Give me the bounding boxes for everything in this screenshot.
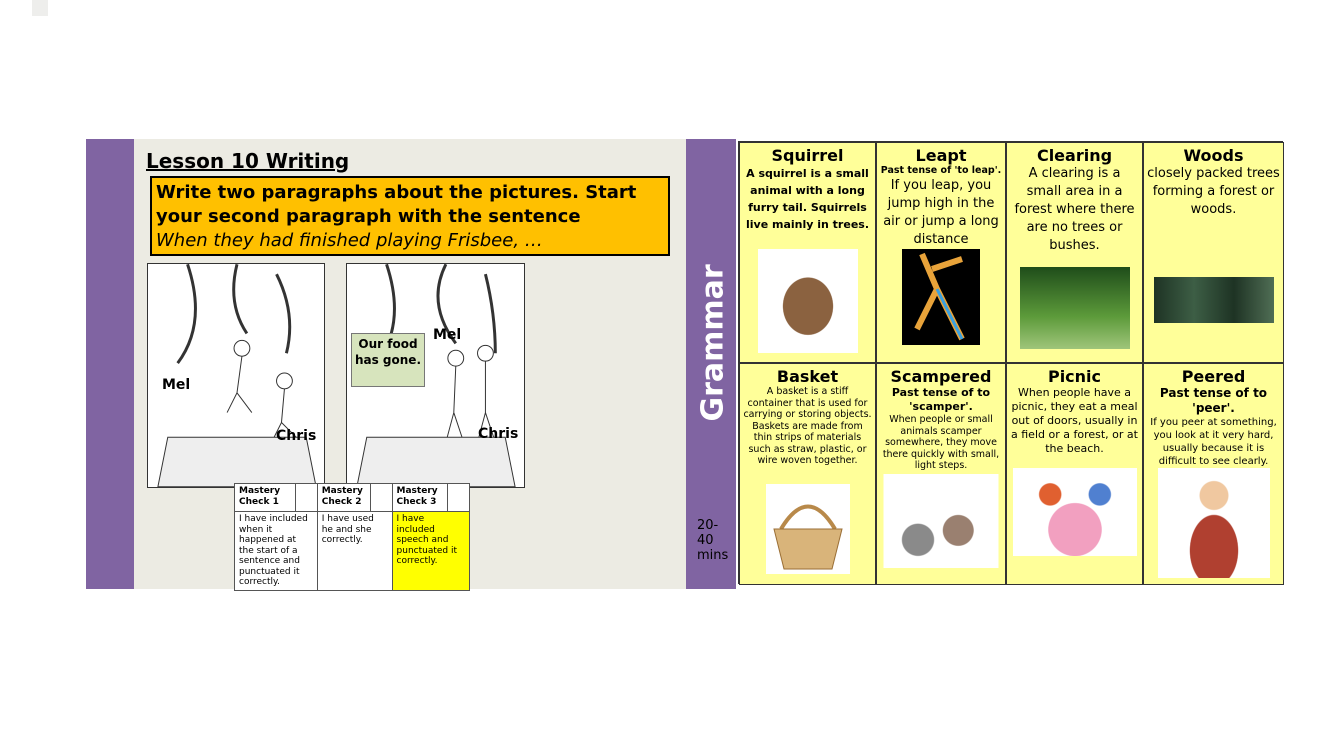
- word-card-picnic: Picnic When people have a picnic, they e…: [1006, 363, 1143, 585]
- word-title: Picnic: [1047, 367, 1102, 386]
- character-label-mel: Mel: [433, 327, 462, 343]
- character-label-chris: Chris: [478, 426, 519, 442]
- word-card-clearing: Clearing A clearing is a small area in a…: [1006, 142, 1143, 363]
- character-label-mel: Mel: [162, 377, 191, 393]
- word-card-peered: Peered Past tense of to 'peer'. If you p…: [1143, 363, 1284, 585]
- word-title: Scampered: [890, 367, 992, 386]
- woods-image: [1153, 277, 1274, 323]
- speech-bubble: Our food has gone.: [351, 333, 425, 387]
- squirrel-image: [757, 249, 858, 353]
- basket-image: [765, 484, 850, 574]
- word-definition: A basket is a stiff container that is us…: [743, 386, 872, 466]
- writing-slide: Lesson 10 Writing Write two paragraphs a…: [86, 139, 686, 591]
- picnic-picture-1: Mel Chris: [147, 263, 325, 488]
- sidebar-title: Grammar: [695, 264, 731, 422]
- lesson-title: Lesson 10 Writing: [146, 149, 350, 173]
- slide-sidebar: Grammar: [686, 139, 736, 589]
- picnic-image: [1012, 468, 1137, 556]
- word-title: Clearing: [1036, 146, 1113, 165]
- forest-clearing-image: [1019, 267, 1130, 349]
- word-definition: When people have a picnic, they eat a me…: [1011, 386, 1138, 455]
- peering-man-image: [1157, 468, 1270, 578]
- word-definition: A clearing is a small area in a forest w…: [1014, 166, 1135, 253]
- mastery-criterion: I have included speech and punctuated it…: [391, 511, 471, 591]
- word-subtitle: Past tense of 'to leap'.: [880, 165, 1002, 176]
- mastery-check-table: Mastery Check 1 Mastery Check 2 Mastery …: [234, 483, 471, 591]
- word-card-scampered: Scampered Past tense of to 'scamper'. Wh…: [876, 363, 1006, 585]
- window-tab: [32, 0, 48, 16]
- word-card-woods: Woods closely packed trees forming a for…: [1143, 142, 1284, 363]
- word-definition: A squirrel is a small animal with a long…: [745, 167, 870, 231]
- word-card-leapt: Leapt Past tense of 'to leap'. If you le…: [876, 142, 1006, 363]
- word-title: Squirrel: [771, 146, 844, 165]
- mice-image: [883, 474, 999, 568]
- word-title: Peered: [1181, 367, 1246, 386]
- word-subtitle: Past tense of to 'peer'.: [1159, 386, 1268, 415]
- grammar-slide: Grammar Squirrel A squirrel is a small a…: [686, 139, 1285, 589]
- duration-label: 20-40 mins: [697, 518, 729, 563]
- word-definition: If you leap, you jump high in the air or…: [883, 177, 999, 247]
- word-definition: When people or small animals scamper som…: [882, 414, 1000, 471]
- word-subtitle: Past tense of to 'scamper'.: [891, 386, 991, 413]
- task-instruction: Write two paragraphs about the pictures.…: [156, 182, 637, 227]
- leaping-figure-image: [902, 249, 980, 345]
- character-label-chris: Chris: [276, 428, 317, 444]
- task-sentence: When they had finished playing Frisbee, …: [156, 230, 543, 251]
- vocabulary-grid: Squirrel A squirrel is a small animal wi…: [738, 141, 1284, 585]
- word-title: Woods: [1183, 146, 1244, 165]
- word-title: Leapt: [915, 146, 967, 165]
- mastery-criterion: I have included when it happened at the …: [234, 511, 318, 591]
- word-card-squirrel: Squirrel A squirrel is a small animal wi…: [739, 142, 876, 363]
- word-definition: closely packed trees forming a forest or…: [1147, 166, 1280, 217]
- mastery-header: Mastery Check 3: [391, 483, 449, 512]
- mastery-header: Mastery Check 1: [234, 483, 296, 512]
- word-card-basket: Basket A basket is a stiff container tha…: [739, 363, 876, 585]
- slide-sidebar: [86, 139, 134, 589]
- mastery-criterion: I have used he and she correctly.: [316, 511, 393, 591]
- word-definition: If you peer at something, you look at it…: [1150, 417, 1277, 467]
- mastery-header: Mastery Check 2: [316, 483, 371, 512]
- word-title: Basket: [776, 367, 839, 386]
- task-box: Write two paragraphs about the pictures.…: [150, 176, 670, 256]
